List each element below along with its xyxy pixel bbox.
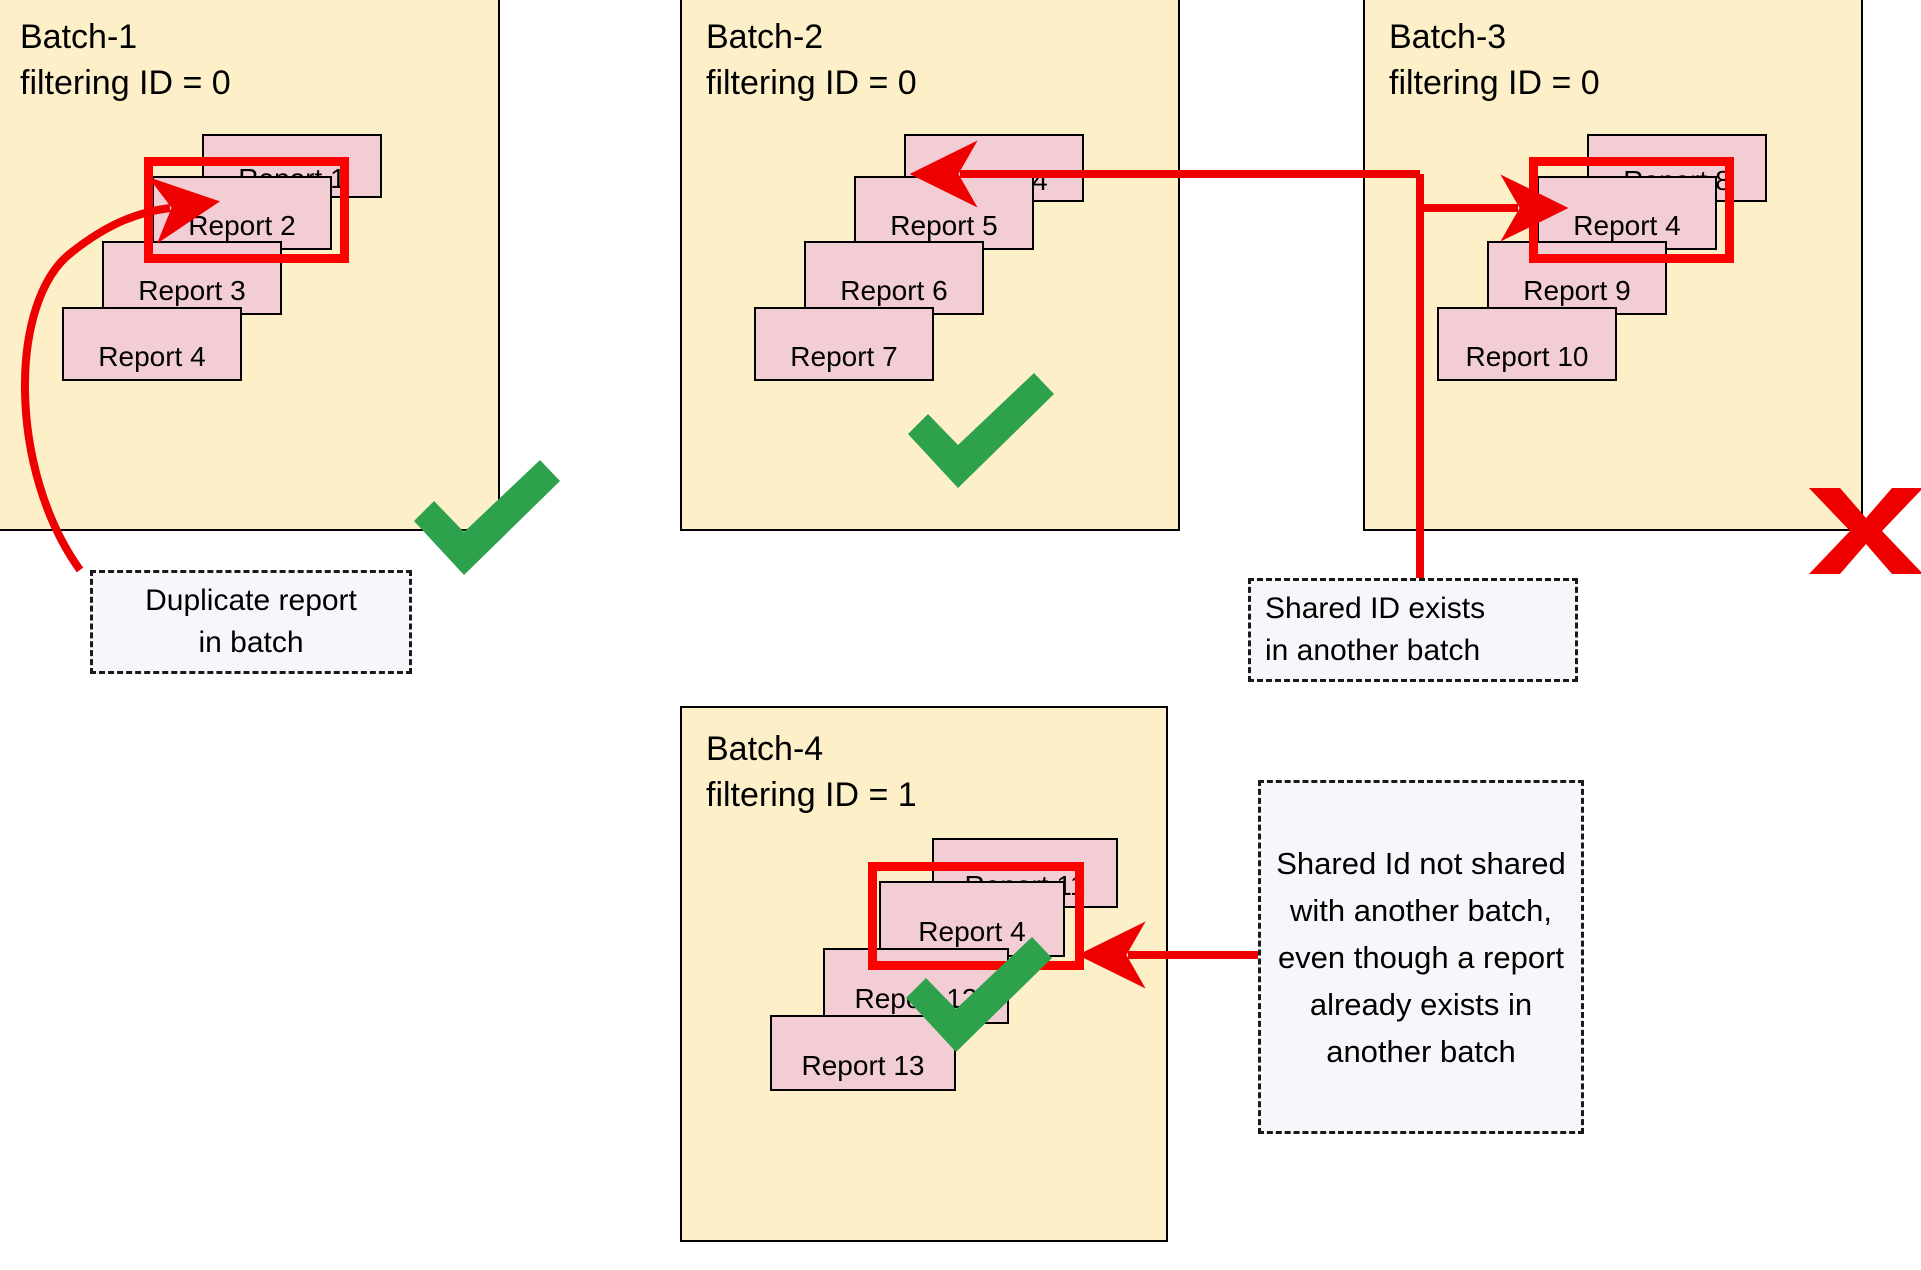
card-label: Report 13 xyxy=(801,1050,925,1081)
batch-2-card-report-7: Report 7 xyxy=(754,307,934,381)
callout-line-2: in batch xyxy=(198,626,304,659)
card-label: Report 4 xyxy=(918,916,1026,947)
card-label: Report 4 xyxy=(98,341,206,372)
batch-4-shared-id-highlight xyxy=(868,862,1084,970)
card-label: Report 4 xyxy=(1573,210,1681,241)
batch-1-title: Batch-1 filtering ID = 0 xyxy=(20,18,231,102)
batch-3-card-report-10: Report 10 xyxy=(1437,307,1617,381)
card-label: Report 9 xyxy=(1523,275,1631,306)
batch-1-check-icon xyxy=(414,460,560,575)
callout-line-1: Duplicate report xyxy=(145,584,357,617)
card-label: Report 5 xyxy=(890,210,998,241)
batch-3-container: Batch-3 filtering ID = 0 Report 8 Report… xyxy=(1363,0,1863,531)
batch-2-check-icon xyxy=(908,373,1054,488)
callout-duplicate-report-in-batch: Duplicate report in batch xyxy=(90,570,412,674)
card-label: Report 3 xyxy=(138,275,246,306)
batch-4-card-report-4: Report 4 xyxy=(879,881,1065,957)
callout-shared-id-not-shared: Shared Id not shared with another batch,… xyxy=(1258,780,1584,1134)
batch-3-cross-icon xyxy=(1809,488,1921,574)
batch-3-shared-id-highlight xyxy=(1529,157,1734,263)
batch-3-card-report-9: Report 9 xyxy=(1487,241,1667,315)
batch-1-duplicate-highlight xyxy=(144,157,349,263)
batch-2-card-report-5: Report 5 xyxy=(854,176,1034,250)
batch-4-check-icon xyxy=(906,937,1052,1052)
batch-1-card-report-4: Report 4 xyxy=(62,307,242,381)
batch-1-container: Batch-1 filtering ID = 0 Report 1 Report… xyxy=(0,0,500,531)
callout-shared-id-exists: Shared ID exists in another batch xyxy=(1248,578,1578,682)
batch-2-title: Batch-2 filtering ID = 0 xyxy=(706,18,917,102)
batch-4-title: Batch-4 filtering ID = 1 xyxy=(706,730,917,814)
batch-4-card-report-13: Report 13 xyxy=(770,1015,956,1091)
card-label: Report 7 xyxy=(790,341,898,372)
callout-line-1: Shared ID exists xyxy=(1265,592,1486,625)
batch-3-title: Batch-3 filtering ID = 0 xyxy=(1389,18,1600,102)
card-label: Report 10 xyxy=(1465,341,1589,372)
batch-2-card-report-6: Report 6 xyxy=(804,241,984,315)
card-label: Report 6 xyxy=(840,275,948,306)
callout-line-2: in another batch xyxy=(1265,634,1481,667)
